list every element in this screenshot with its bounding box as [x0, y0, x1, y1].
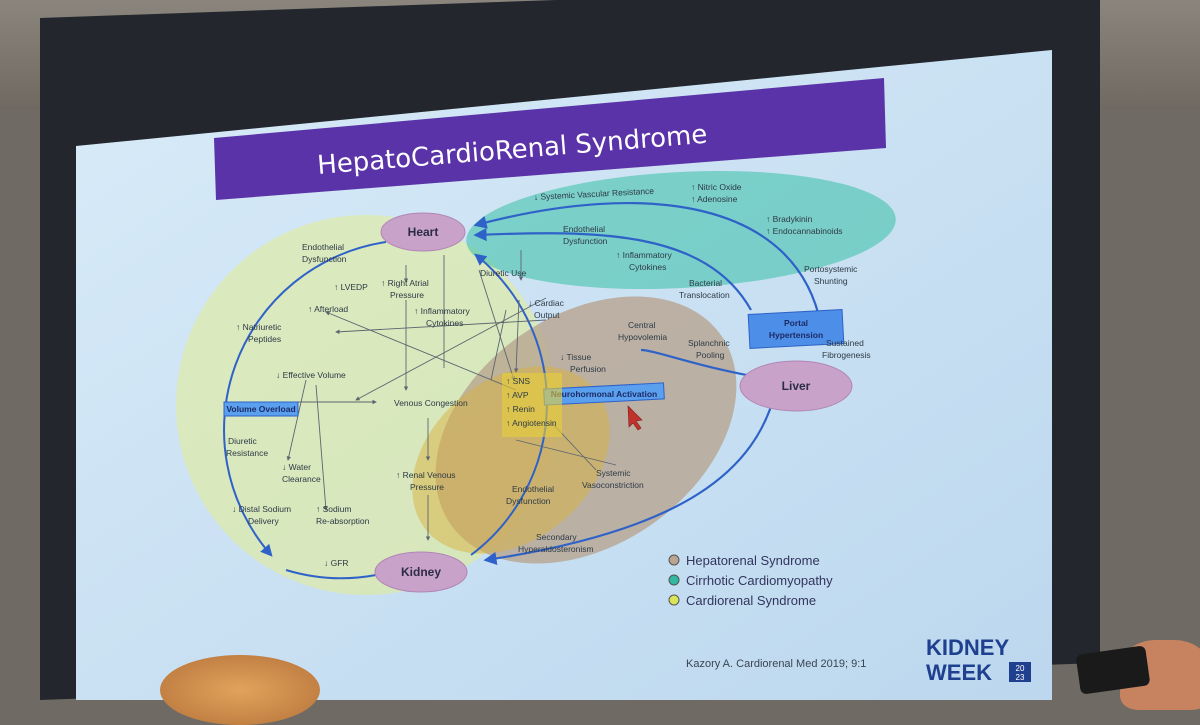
label-rap-2: Pressure: [390, 290, 424, 300]
label-natriuretic-2: Peptides: [248, 334, 281, 344]
label-nitric-oxide: ↑ Nitric Oxide: [691, 182, 742, 192]
label-adenosine: ↑ Adenosine: [691, 194, 738, 204]
kidney-week-logo: KIDNEY WEEK 20 23: [926, 635, 1031, 685]
label-diuretic-resistance-2: Resistance: [226, 448, 268, 458]
label-tissue-1: ↓ Tissue: [560, 352, 591, 362]
label-secondary-2: Hyperaldosteronism: [518, 544, 594, 554]
label-renal-venous-2: Pressure: [410, 482, 444, 492]
legend-item-cirrhotic: Cirrhotic Cardiomyopathy: [668, 573, 833, 588]
label-endo-dys-bottom-2: Dysfunction: [506, 496, 551, 506]
label-splanchnic-1: Splanchnic: [688, 338, 730, 348]
legend-label-hepatorenal: Hepatorenal Syndrome: [686, 553, 820, 568]
logo-line2: WEEK: [926, 660, 992, 685]
label-endo-dys-top-1: Endothelial: [563, 224, 605, 234]
citation: Kazory A. Cardiorenal Med 2019; 9:1: [686, 658, 866, 670]
label-sns: ↑ SNS: [506, 376, 530, 386]
kidney-node: Kidney: [374, 551, 468, 593]
legend: Hepatorenal Syndrome Cirrhotic Cardiomyo…: [668, 553, 833, 608]
audience-head: [160, 655, 320, 725]
label-portosystemic-1: Portosystemic: [804, 264, 858, 274]
label-portosystemic-2: Shunting: [814, 276, 848, 286]
legend-item-cardiorenal: Cardiorenal Syndrome: [668, 593, 816, 608]
portal-label-line1: Portal: [784, 318, 808, 328]
label-bacterial-2: Translocation: [679, 290, 730, 300]
slide: HepatoCardioRenal Syndrome: [76, 50, 1056, 700]
heart-label: Heart: [408, 225, 439, 239]
label-avp: ↑ AVP: [506, 390, 529, 400]
label-water-clearance-1: ↓ Water: [282, 462, 311, 472]
label-distal-2: Delivery: [248, 516, 279, 526]
label-gfr: ↓ GFR: [324, 558, 349, 568]
diagram-labels: ↓ Systemic Vascular Resistance ↑ Nitric …: [226, 182, 871, 568]
label-diuretic-use: Diuretic Use: [480, 268, 527, 278]
label-inflam-top-1: ↑ Inflammatory: [616, 250, 672, 260]
label-central-1: Central: [628, 320, 656, 330]
internal-arrows: [286, 250, 617, 541]
label-sustained-2: Fibrogenesis: [822, 350, 871, 360]
logo-year-bottom: 23: [1016, 673, 1025, 682]
neurohormonal-label: Neurohormonal Activation: [551, 389, 657, 399]
label-distal-1: ↓ Distal Sodium: [232, 504, 291, 514]
label-diuretic-resistance-1: Diuretic: [228, 436, 258, 446]
label-systemic-vaso-2: Vasoconstriction: [582, 480, 644, 490]
kidney-label: Kidney: [401, 565, 441, 579]
label-endocannabinoids: ↑ Endocannabinoids: [766, 226, 843, 236]
label-systemic-vaso-1: Systemic: [596, 468, 631, 478]
liver-node: Liver: [739, 360, 853, 412]
label-inflam-mid-1: ↑ Inflammatory: [414, 306, 470, 316]
label-renin: ↑ Renin: [506, 404, 535, 414]
label-effective-volume: ↓ Effective Volume: [276, 370, 346, 380]
label-bradykinin: ↑ Bradykinin: [766, 214, 813, 224]
legend-label-cardiorenal: Cardiorenal Syndrome: [686, 593, 816, 608]
portal-label-line2: Hypertension: [769, 330, 823, 340]
label-endo-dys-left-2: Dysfunction: [302, 254, 347, 264]
label-afterload: ↑ Afterload: [308, 304, 348, 314]
label-sodium-1: ↑ Sodium: [316, 504, 351, 514]
label-rap-1: ↑ Right Atrial: [381, 278, 429, 288]
logo-line1: KIDNEY: [926, 635, 1009, 660]
volume-overload-box: Volume Overload: [223, 401, 299, 417]
label-cardiac-output-2: Output: [534, 310, 560, 320]
label-endo-dys-left-1: Endothelial: [302, 242, 344, 252]
diagram-canvas: HepatoCardioRenal Syndrome: [76, 50, 1052, 700]
label-tissue-2: Perfusion: [570, 364, 606, 374]
label-inflam-mid-2: Cytokines: [426, 318, 463, 328]
sns-highlight: [502, 373, 562, 437]
label-endo-dys-bottom-1: Endothelial: [512, 484, 554, 494]
liver-label: Liver: [782, 379, 811, 393]
portal-hypertension-box: Portal Hypertension: [747, 309, 845, 349]
label-bacterial-1: Bacterial: [689, 278, 722, 288]
pointer-arrow-icon: [627, 405, 643, 431]
legend-label-cirrhotic: Cirrhotic Cardiomyopathy: [686, 573, 833, 588]
logo-year-top: 20: [1016, 664, 1025, 673]
label-sustained-1: Sustained: [826, 338, 864, 348]
label-splanchnic-2: Pooling: [696, 350, 725, 360]
label-central-2: Hypovolemia: [618, 332, 667, 342]
heart-node: Heart: [380, 212, 466, 252]
legend-item-hepatorenal: Hepatorenal Syndrome: [668, 553, 820, 568]
label-inflam-top-2: Cytokines: [629, 262, 666, 272]
label-lvedp: ↑ LVEDP: [334, 282, 368, 292]
volume-overload-label: Volume Overload: [226, 404, 295, 414]
label-renal-venous-1: ↑ Renal Venous: [396, 470, 456, 480]
label-secondary-1: Secondary: [536, 532, 577, 542]
label-water-clearance-2: Clearance: [282, 474, 321, 484]
label-angiotensin: ↑ Angiotensin: [506, 418, 557, 428]
label-venous-congestion: Venous Congestion: [394, 398, 468, 408]
label-sodium-2: Re-absorption: [316, 516, 370, 526]
label-cardiac-output-1: ↓ Cardiac: [528, 298, 565, 308]
label-natriuretic-1: ↑ Natriuretic: [236, 322, 282, 332]
label-endo-dys-top-2: Dysfunction: [563, 236, 608, 246]
